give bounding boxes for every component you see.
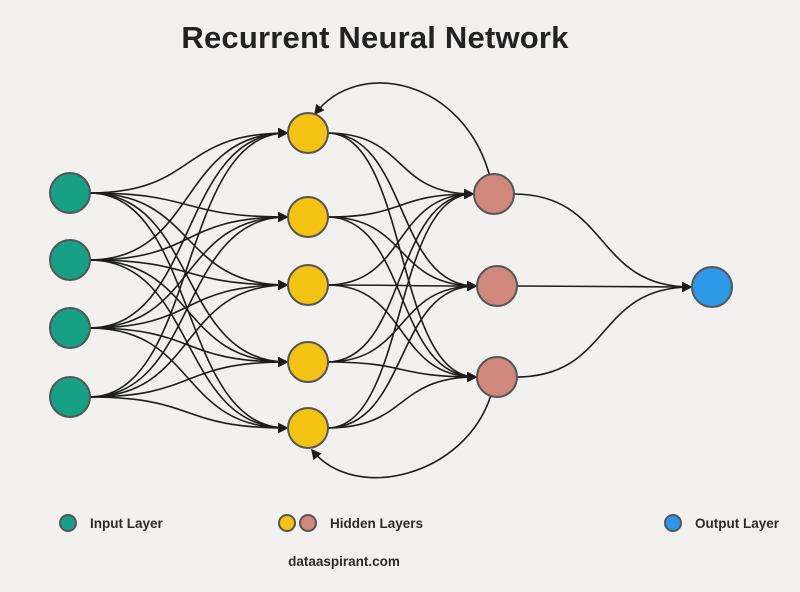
edge-h1_4-h2_1 <box>326 188 475 363</box>
node-h1_3 <box>287 264 329 306</box>
edge-h1_3-h2_1 <box>326 188 475 286</box>
node-i1 <box>49 172 91 214</box>
edge-i1-h1_2 <box>88 192 289 223</box>
node-i4 <box>49 376 91 418</box>
node-h1_4 <box>287 341 329 383</box>
legend-label-output: Output Layer <box>695 515 780 531</box>
edge-i2-h1_2 <box>88 211 289 261</box>
legend-item-output: Output Layer <box>664 513 779 533</box>
edge-i1-h1_4 <box>88 192 289 368</box>
legend-item-hidden: Hidden Layers <box>278 513 423 533</box>
edge-h2_3-o1 <box>515 281 693 378</box>
edge-h1_4-h2_2 <box>326 280 478 363</box>
watermark: dataaspirant.com <box>288 554 400 569</box>
hidden-layer1-dot-icon <box>278 514 296 532</box>
edge-h1_1-h2_3 <box>326 132 478 383</box>
edge-i2-h1_4 <box>88 259 289 368</box>
edge-h1_2-h2_2 <box>326 216 478 292</box>
node-i3 <box>49 307 91 349</box>
edge-i1-h1_1 <box>88 127 289 194</box>
edge-i3-h1_5 <box>88 327 289 434</box>
node-h2_3 <box>476 356 518 398</box>
node-i2 <box>49 239 91 281</box>
input-layer-dot-icon <box>59 514 77 532</box>
edge-h1_5-h2_3 <box>326 371 478 429</box>
node-h1_5 <box>287 407 329 449</box>
edge-h2_1-h1_1 <box>314 82 491 178</box>
edge-i2-h1_5 <box>88 259 289 434</box>
edge-h2_3-h1_5 <box>311 394 492 479</box>
edge-h1_1-h2_2 <box>326 132 478 292</box>
edge-i4-h1_3 <box>88 279 289 398</box>
edge-h1_4-h2_3 <box>326 361 478 383</box>
edge-h1_5-h2_1 <box>326 188 475 429</box>
edge-i4-h1_5 <box>88 396 289 434</box>
edge-i3-h1_2 <box>88 211 289 329</box>
node-h2_2 <box>476 265 518 307</box>
edge-i4-h1_1 <box>88 127 289 398</box>
edge-h1_3-h2_3 <box>326 284 478 383</box>
page-title: Recurrent Neural Network <box>181 20 569 55</box>
node-o1 <box>691 266 733 308</box>
legend-item-input: Input Layer <box>59 513 163 533</box>
node-h2_1 <box>473 173 515 215</box>
edge-i3-h1_4 <box>88 327 289 368</box>
edge-i2-h1_1 <box>88 127 289 261</box>
edge-h2_2-o1 <box>515 281 693 293</box>
output-layer-dot-icon <box>664 514 682 532</box>
edge-h1_5-h2_2 <box>326 280 478 429</box>
node-h1_1 <box>287 112 329 154</box>
edge-i4-h1_2 <box>88 211 289 398</box>
edge-h2_1-o1 <box>512 193 693 293</box>
edge-i3-h1_1 <box>88 127 289 329</box>
edge-h1_3-h2_2 <box>326 280 478 292</box>
node-h1_2 <box>287 196 329 238</box>
hidden-layer2-dot-icon <box>299 514 317 532</box>
legend-label-input: Input Layer <box>90 515 163 531</box>
edge-h1_2-h2_1 <box>326 188 475 218</box>
edge-h1_1-h2_1 <box>326 132 475 200</box>
edge-i4-h1_4 <box>88 356 289 398</box>
legend-label-hidden: Hidden Layers <box>330 515 424 531</box>
edge-h1_2-h2_3 <box>326 216 478 383</box>
